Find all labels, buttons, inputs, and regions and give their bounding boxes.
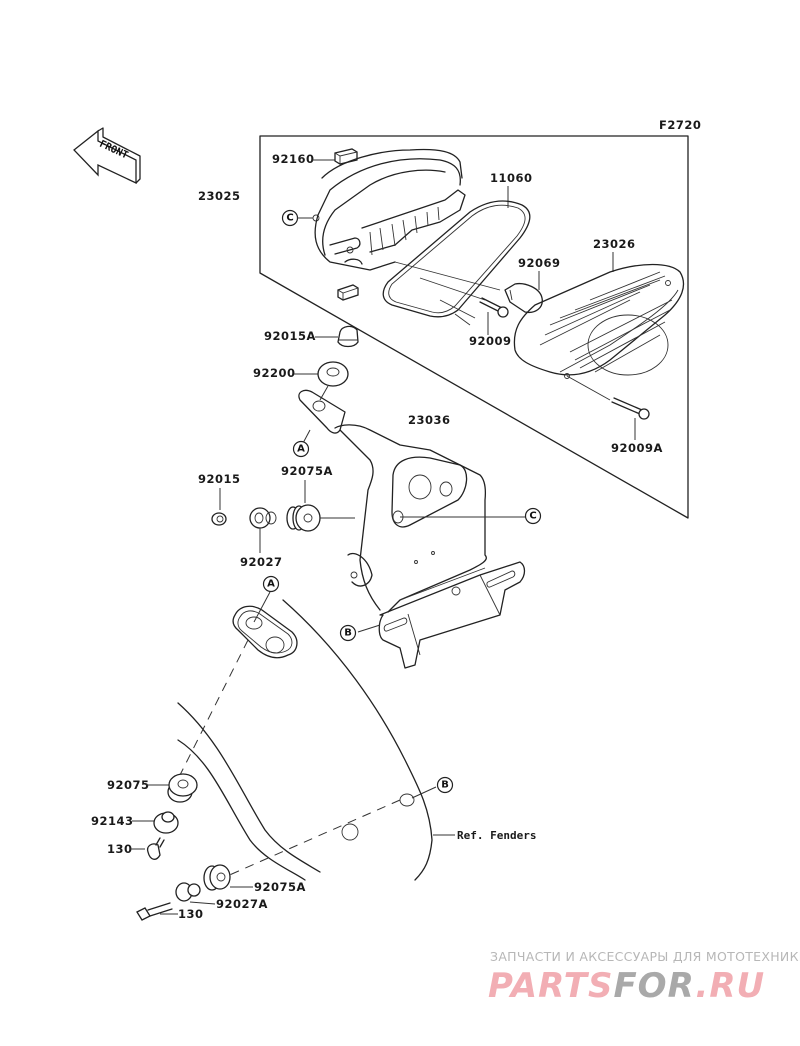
callout-b-lower[interactable]: B xyxy=(436,776,454,794)
fender-plate xyxy=(232,605,298,659)
part-label-92015a[interactable]: 92015A xyxy=(264,329,316,343)
callout-c-right[interactable]: C xyxy=(524,507,542,525)
acorn-nut-92015a xyxy=(337,325,359,348)
callout-b-upper[interactable]: B xyxy=(339,624,357,642)
part-label-92069[interactable]: 92069 xyxy=(518,256,561,270)
grommet-92075a-top xyxy=(286,504,321,532)
part-label-92015[interactable]: 92015 xyxy=(198,472,241,486)
part-label-23036[interactable]: 23036 xyxy=(408,413,451,427)
subassembly-frame xyxy=(259,135,689,519)
part-label-92027a[interactable]: 92027A xyxy=(216,897,268,911)
watermark-logo: PARTSFOR.RU xyxy=(488,966,765,1006)
part-label-92009[interactable]: 92009 xyxy=(469,334,512,348)
bracket-23036 xyxy=(298,389,526,669)
svg-text:B: B xyxy=(441,780,449,791)
collar-92027a xyxy=(175,882,201,902)
svg-text:A: A xyxy=(267,579,275,590)
cushion-block-lower xyxy=(337,284,359,301)
bolt-130-lower xyxy=(136,902,173,921)
reference-note-fenders[interactable]: Ref. Fenders xyxy=(457,829,536,842)
part-label-92075a-top[interactable]: 92075A xyxy=(281,464,333,478)
collar-92027 xyxy=(249,507,277,529)
front-arrow-icon: FRONT xyxy=(73,127,141,185)
part-label-23025[interactable]: 23025 xyxy=(198,189,241,203)
part-label-92009a[interactable]: 92009A xyxy=(611,441,663,455)
part-label-92160[interactable]: 92160 xyxy=(272,152,315,166)
gasket-11060 xyxy=(382,200,531,318)
part-label-92200[interactable]: 92200 xyxy=(253,366,296,380)
figure-code: F2720 xyxy=(659,118,701,132)
svg-text:A: A xyxy=(297,444,305,455)
bulb-92069 xyxy=(504,282,543,314)
nut-92015 xyxy=(211,512,227,526)
watermark-logo-ru: .RU xyxy=(695,966,766,1006)
svg-text:C: C xyxy=(529,511,536,522)
part-label-92075a-bottom[interactable]: 92075A xyxy=(254,880,306,894)
cushion-block-92160 xyxy=(334,148,358,165)
grommet-92075a-bottom xyxy=(203,864,231,891)
part-label-23026[interactable]: 23026 xyxy=(593,237,636,251)
collar-92143 xyxy=(153,811,179,834)
svg-text:B: B xyxy=(344,628,352,639)
part-label-92075[interactable]: 92075 xyxy=(107,778,150,792)
lens-23026 xyxy=(513,263,685,379)
part-label-11060[interactable]: 11060 xyxy=(490,171,533,185)
watermark-logo-for: FOR xyxy=(613,966,696,1006)
grommet-92075 xyxy=(167,773,198,803)
bolt-130-upper xyxy=(146,837,165,860)
watermark-logo-parts: PARTS xyxy=(488,966,614,1006)
part-label-92027[interactable]: 92027 xyxy=(240,555,283,569)
part-label-130-upper[interactable]: 130 xyxy=(107,842,133,856)
svg-text:C: C xyxy=(286,213,293,224)
callout-a-lower[interactable]: A xyxy=(262,575,280,593)
part-label-130-lower[interactable]: 130 xyxy=(178,907,204,921)
callout-a-upper[interactable]: A xyxy=(292,440,310,458)
callout-c-top[interactable]: C xyxy=(281,209,299,227)
lamp-housing-23025 xyxy=(314,148,466,271)
fender-outline xyxy=(177,599,433,881)
watermark-tagline: ЗАПЧАСТИ И АКСЕССУАРЫ ДЛЯ МОТОТЕХНИКИ xyxy=(490,949,800,964)
screw-92009 xyxy=(479,297,509,318)
screw-92009a xyxy=(611,397,650,420)
part-label-92143[interactable]: 92143 xyxy=(91,814,134,828)
washer-92200 xyxy=(317,361,349,387)
